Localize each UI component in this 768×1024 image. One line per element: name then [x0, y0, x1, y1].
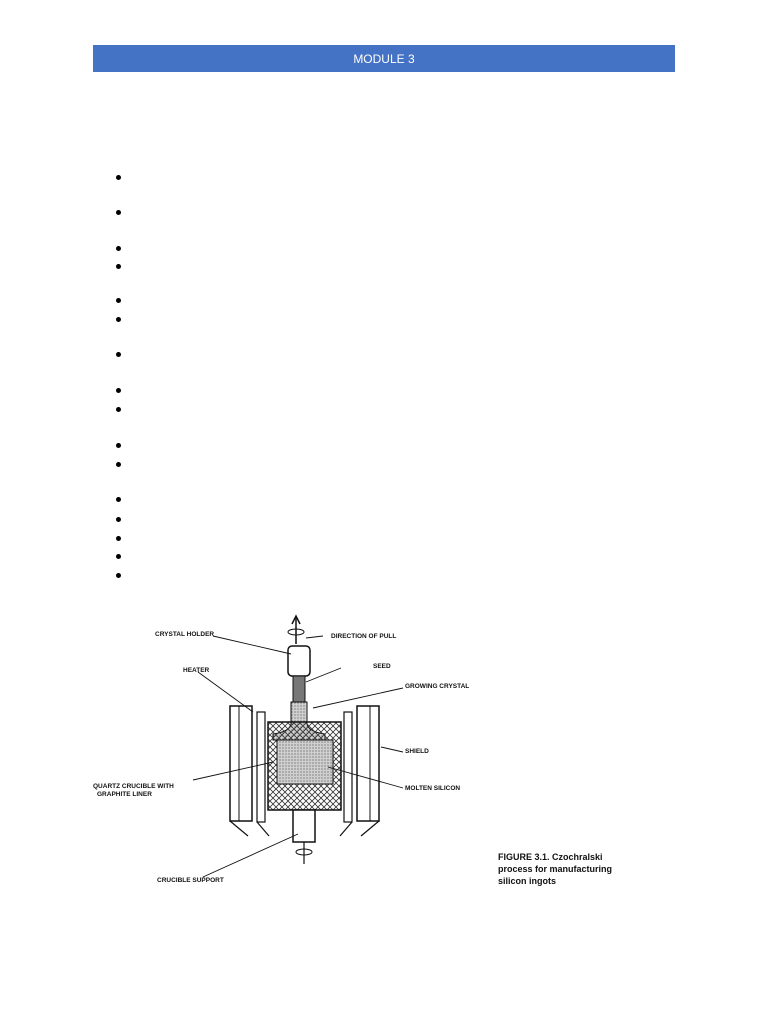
czochralski-diagram: CRYSTAL HOLDER DIRECTION OF PULL HEATER … — [93, 614, 612, 886]
list-item-bullet — [116, 352, 121, 357]
label-growing-crystal: GROWING CRYSTAL — [405, 683, 469, 690]
list-item-bullet — [116, 298, 121, 303]
label-quartz-crucible-1: QUARTZ CRUCIBLE WITH — [93, 783, 174, 790]
list-item-bullet — [116, 497, 121, 502]
list-item-bullet — [116, 210, 121, 215]
label-crucible-support: CRUCIBLE SUPPORT — [157, 877, 224, 884]
bullet-list — [116, 175, 121, 578]
list-item-bullet — [116, 264, 121, 269]
pull-rotation-arrow — [287, 614, 305, 644]
figure-caption-line2: process for manufacturing — [498, 864, 612, 874]
label-molten-silicon: MOLTEN SILICON — [405, 785, 460, 792]
heater — [256, 711, 353, 837]
module-title: MODULE 3 — [353, 51, 415, 66]
leader-lines — [192, 635, 404, 878]
support-rotation-arrow — [295, 842, 313, 864]
crystal-holder — [287, 645, 311, 677]
czochralski-figure: CRYSTAL HOLDER DIRECTION OF PULL HEATER … — [93, 612, 663, 897]
module-header-bar: MODULE 3 — [93, 45, 675, 72]
label-direction-of-pull: DIRECTION OF PULL — [331, 633, 396, 640]
list-item-bullet — [116, 443, 121, 448]
label-crystal-holder: CRYSTAL HOLDER — [155, 631, 214, 638]
list-item-bullet — [116, 317, 121, 322]
list-item-bullet — [116, 517, 121, 522]
shield — [229, 705, 380, 837]
list-item-bullet — [116, 246, 121, 251]
list-item-bullet — [116, 573, 121, 578]
label-seed: SEED — [373, 663, 391, 670]
list-item-bullet — [116, 388, 121, 393]
list-item-bullet — [116, 536, 121, 541]
crucible-support — [292, 809, 316, 843]
label-shield: SHIELD — [405, 748, 429, 755]
figure-caption-line1: FIGURE 3.1. Czochralski — [498, 852, 603, 862]
figure-caption-line3: silicon ingots — [498, 876, 556, 886]
list-item-bullet — [116, 462, 121, 467]
seed — [292, 675, 306, 703]
molten-silicon — [276, 739, 334, 785]
label-heater: HEATER — [183, 667, 210, 674]
label-quartz-crucible-2: GRAPHITE LINER — [97, 791, 152, 798]
list-item-bullet — [116, 407, 121, 412]
list-item-bullet — [116, 175, 121, 180]
list-item-bullet — [116, 554, 121, 559]
